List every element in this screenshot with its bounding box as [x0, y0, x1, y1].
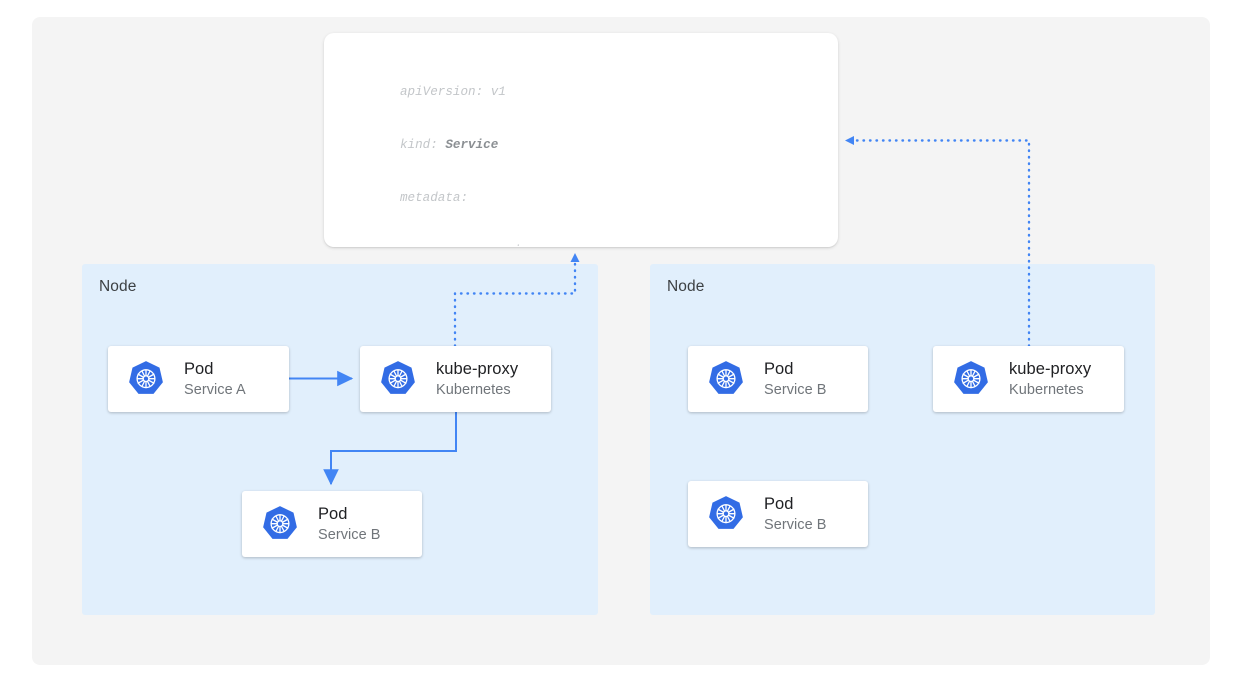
card-kube-proxy-right[interactable]: kube-proxy Kubernetes	[933, 346, 1124, 412]
yaml-line-3: name: my-service	[400, 243, 710, 247]
card-text: kube-proxy Kubernetes	[1009, 359, 1091, 400]
kubernetes-icon	[263, 506, 297, 539]
card-pod-service-b-left[interactable]: Pod Service B	[242, 491, 422, 557]
card-subtitle: Service B	[764, 516, 827, 533]
card-title: kube-proxy	[1009, 359, 1092, 378]
yaml-line-2: metadata:	[400, 190, 469, 205]
card-title: Pod	[764, 494, 794, 513]
yaml-line-1-key: kind:	[400, 137, 446, 152]
card-subtitle: Kubernetes	[436, 381, 511, 398]
card-text: Pod Service B	[318, 504, 381, 545]
card-kube-proxy-left[interactable]: kube-proxy Kubernetes	[360, 346, 551, 412]
card-title: Pod	[184, 359, 214, 378]
card-subtitle: Service B	[318, 526, 381, 543]
service-yaml-text: apiVersion: v1 kind: Service metadata: n…	[400, 49, 710, 247]
node-label-left: Node	[99, 278, 137, 295]
service-yaml-card: apiVersion: v1 kind: Service metadata: n…	[324, 33, 838, 247]
yaml-line-0: apiVersion: v1	[400, 85, 506, 100]
node-label-right: Node	[667, 278, 705, 295]
kubernetes-icon	[709, 496, 743, 529]
kubernetes-icon	[954, 361, 988, 394]
card-title: Pod	[764, 359, 794, 378]
yaml-line-1-value: Service	[445, 137, 499, 152]
node-panel-left: Node	[82, 264, 598, 615]
card-text: Pod Service B	[764, 494, 827, 535]
card-pod-service-b-right-top[interactable]: Pod Service B	[688, 346, 868, 412]
card-title: kube-proxy	[436, 359, 519, 378]
card-text: kube-proxy Kubernetes	[436, 359, 518, 400]
card-pod-service-b-right-bottom[interactable]: Pod Service B	[688, 481, 868, 547]
card-pod-service-a[interactable]: Pod Service A	[108, 346, 289, 412]
card-title: Pod	[318, 504, 348, 523]
kubernetes-icon	[381, 361, 415, 394]
card-subtitle: Service A	[184, 381, 246, 398]
card-text: Pod Service B	[764, 359, 827, 400]
card-text: Pod Service A	[184, 359, 246, 400]
kubernetes-icon	[129, 361, 163, 394]
yaml-line-1: kind: Service	[400, 137, 710, 155]
kubernetes-icon	[709, 361, 743, 394]
node-panel-right: Node	[650, 264, 1155, 615]
card-subtitle: Service B	[764, 381, 827, 398]
card-subtitle: Kubernetes	[1009, 381, 1084, 398]
